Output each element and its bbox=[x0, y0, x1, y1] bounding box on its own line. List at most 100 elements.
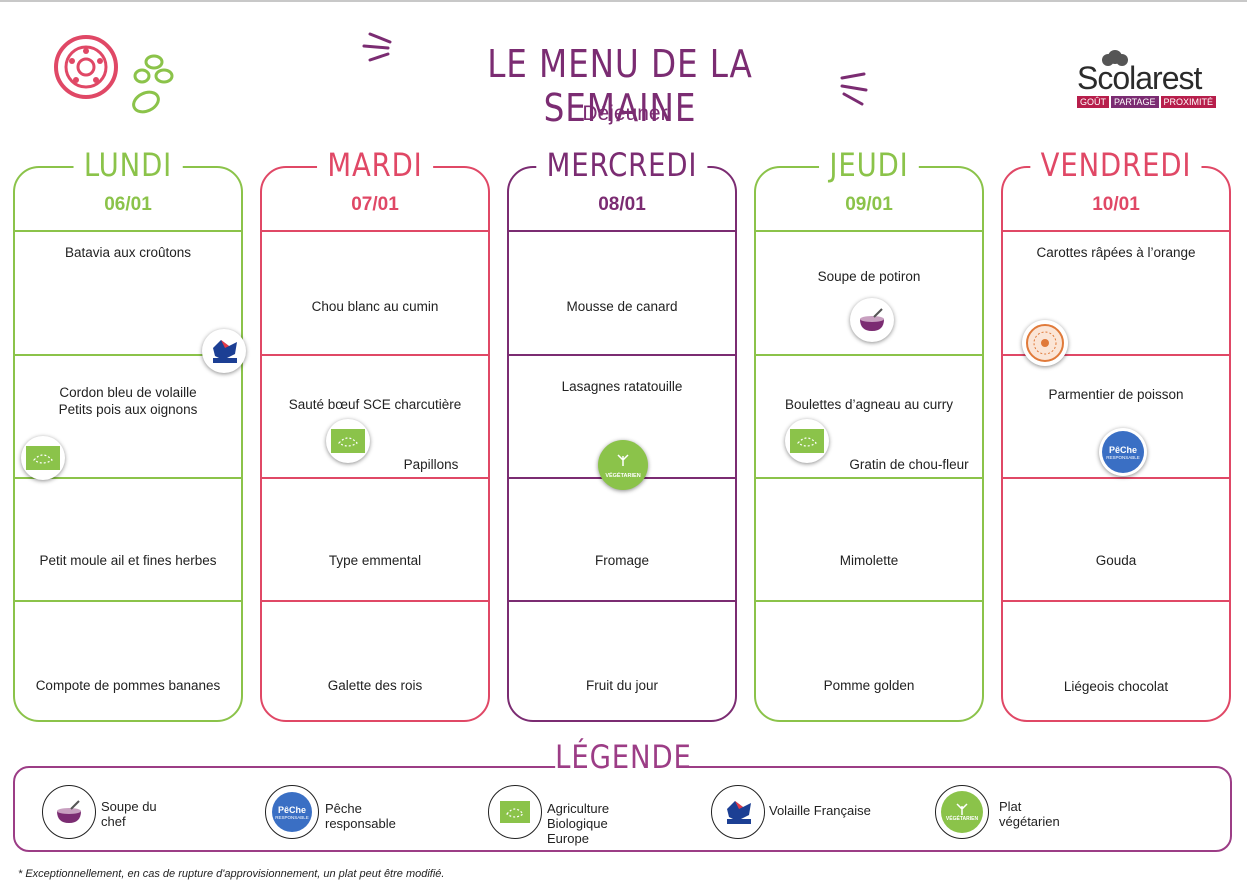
legend-label-line: Europe bbox=[547, 831, 589, 846]
day-card-mercredi: MERCREDI 08/01 Mousse de canard Lasagnes… bbox=[507, 146, 737, 722]
separator bbox=[262, 354, 488, 356]
dish-main: Cordon bleu de volaille bbox=[59, 385, 197, 400]
page-subtitle: Déjeuner bbox=[582, 102, 668, 125]
vegetarien-label: VÉGÉTARIEN bbox=[605, 472, 641, 479]
dish-dairy: Fromage bbox=[594, 553, 650, 568]
dish-side: Petits pois aux oignons bbox=[58, 402, 198, 417]
day-name: MERCREDI bbox=[536, 146, 708, 184]
volaille-francaise-icon bbox=[711, 785, 765, 839]
day-date: 08/01 bbox=[598, 194, 646, 215]
peche-responsable-icon: PêChe RESPONSABLE bbox=[265, 785, 319, 839]
dish-starter: Mousse de canard bbox=[566, 299, 678, 314]
day-date: 10/01 bbox=[1092, 194, 1140, 215]
vegetarien-icon: VÉGÉTARIEN bbox=[935, 785, 989, 839]
separator bbox=[509, 230, 735, 232]
agriculture-biologique-icon bbox=[326, 419, 370, 463]
separator bbox=[756, 230, 982, 232]
title-dashes-left bbox=[362, 32, 392, 62]
volaille-francaise-icon bbox=[202, 329, 246, 373]
day-card-vendredi: VENDREDI 10/01 Carottes râpées à l’orang… bbox=[1001, 146, 1231, 722]
peche-responsable-icon: PêChe RESPONSABLE bbox=[1099, 428, 1147, 476]
separator bbox=[15, 600, 241, 602]
peche-label: PêChe bbox=[277, 804, 306, 815]
dish-starter: Carottes râpées à l’orange bbox=[1036, 245, 1196, 260]
separator bbox=[262, 230, 488, 232]
vegetarien-label: VÉGÉTARIEN bbox=[945, 816, 979, 822]
legend-label-line: végétarien bbox=[999, 814, 1060, 829]
dish-side: Papillons bbox=[403, 457, 459, 472]
day-name: VENDREDI bbox=[1030, 146, 1202, 184]
separator bbox=[509, 600, 735, 602]
legend-title: LÉGENDE bbox=[555, 738, 692, 776]
brand-tag: PARTAGE bbox=[1111, 96, 1159, 108]
page-title: LE MENU DE LA SEMAINE bbox=[487, 42, 753, 130]
legend-label: Plat végétarien bbox=[999, 799, 1060, 829]
dish-main: Lasagnes ratatouille bbox=[561, 379, 683, 394]
brand-logo: Scolarest bbox=[1077, 60, 1202, 96]
legend-label-line: Plat bbox=[999, 799, 1022, 814]
dish-side: Gratin de chou-fleur bbox=[849, 457, 969, 472]
separator bbox=[15, 477, 241, 479]
dish-main: Parmentier de poisson bbox=[1048, 387, 1184, 402]
separator bbox=[509, 354, 735, 356]
separator bbox=[262, 477, 488, 479]
soupe-du-chef-icon bbox=[42, 785, 96, 839]
dish-dessert: Liégeois chocolat bbox=[1063, 679, 1169, 694]
day-card-jeudi: JEUDI 09/01 Soupe de potiron Boulettes d… bbox=[754, 146, 984, 722]
legend-label-line: responsable bbox=[325, 816, 396, 831]
day-card-mardi: MARDI 07/01 Chou blanc au cumin Sauté bœ… bbox=[260, 146, 490, 722]
dish-main: Boulettes d’agneau au curry bbox=[784, 397, 954, 412]
dish-dessert: Galette des rois bbox=[327, 678, 423, 693]
day-date: 09/01 bbox=[845, 194, 893, 215]
dish-dairy: Gouda bbox=[1095, 553, 1137, 568]
brand-tag: GOÛT bbox=[1077, 96, 1109, 108]
vegetarien-icon: VÉGÉTARIEN bbox=[598, 440, 648, 490]
legend-label-line: Pêche bbox=[325, 801, 362, 816]
legend-label-line: Soupe du bbox=[101, 799, 157, 814]
separator bbox=[756, 477, 982, 479]
brand-tag: PROXIMITÉ bbox=[1160, 96, 1217, 108]
day-card-lundi: LUNDI 06/01 Batavia aux croûtons Cordon … bbox=[13, 146, 243, 722]
agriculture-biologique-icon bbox=[488, 785, 542, 839]
dish-dairy: Mimolette bbox=[839, 553, 899, 568]
label-local-icon bbox=[1022, 320, 1068, 366]
dish-dessert: Pomme golden bbox=[823, 678, 915, 693]
dish-starter: Soupe de potiron bbox=[817, 269, 921, 284]
dish-dairy: Petit moule ail et fines herbes bbox=[39, 553, 217, 568]
agriculture-biologique-icon bbox=[21, 436, 65, 480]
peche-sublabel: RESPONSABLE bbox=[1106, 454, 1140, 460]
soupe-du-chef-icon bbox=[850, 298, 894, 342]
day-name: LUNDI bbox=[73, 146, 183, 184]
agriculture-biologique-icon bbox=[785, 419, 829, 463]
peche-label: PêChe bbox=[1108, 444, 1137, 455]
top-border bbox=[0, 0, 1247, 2]
dish-starter: Batavia aux croûtons bbox=[64, 245, 192, 260]
legend-label: Pêche responsable bbox=[325, 801, 396, 831]
separator bbox=[15, 230, 241, 232]
legend-label-line: chef bbox=[101, 814, 126, 829]
legend-label-line: Agriculture bbox=[547, 801, 610, 816]
dish-starter: Chou blanc au cumin bbox=[311, 299, 439, 314]
peche-sublabel: RESPONSABLE bbox=[275, 814, 309, 820]
separator bbox=[756, 600, 982, 602]
dish-dairy: Type emmental bbox=[328, 553, 422, 568]
separator bbox=[1003, 600, 1229, 602]
day-date: 06/01 bbox=[104, 194, 152, 215]
brand-tagline: GOÛT PARTAGE PROXIMITÉ bbox=[1077, 96, 1217, 108]
day-name: JEUDI bbox=[819, 146, 919, 184]
dish-main: Sauté bœuf SCE charcutière bbox=[288, 397, 462, 412]
separator bbox=[1003, 477, 1229, 479]
day-date: 07/01 bbox=[351, 194, 399, 215]
legend-label: Soupe du chef bbox=[101, 799, 157, 829]
separator bbox=[1003, 230, 1229, 232]
title-dashes-right bbox=[840, 72, 868, 106]
tomato-decoration bbox=[54, 35, 174, 114]
footnote: * Exceptionnellement, en cas de rupture … bbox=[18, 868, 445, 880]
legend-label: Agriculture Biologique Europe bbox=[547, 801, 609, 846]
dish-dessert: Compote de pommes bananes bbox=[35, 678, 221, 693]
separator bbox=[262, 600, 488, 602]
chef-hat-icon bbox=[1102, 50, 1128, 66]
separator bbox=[1003, 354, 1229, 356]
day-name: MARDI bbox=[317, 146, 433, 184]
separator bbox=[15, 354, 241, 356]
